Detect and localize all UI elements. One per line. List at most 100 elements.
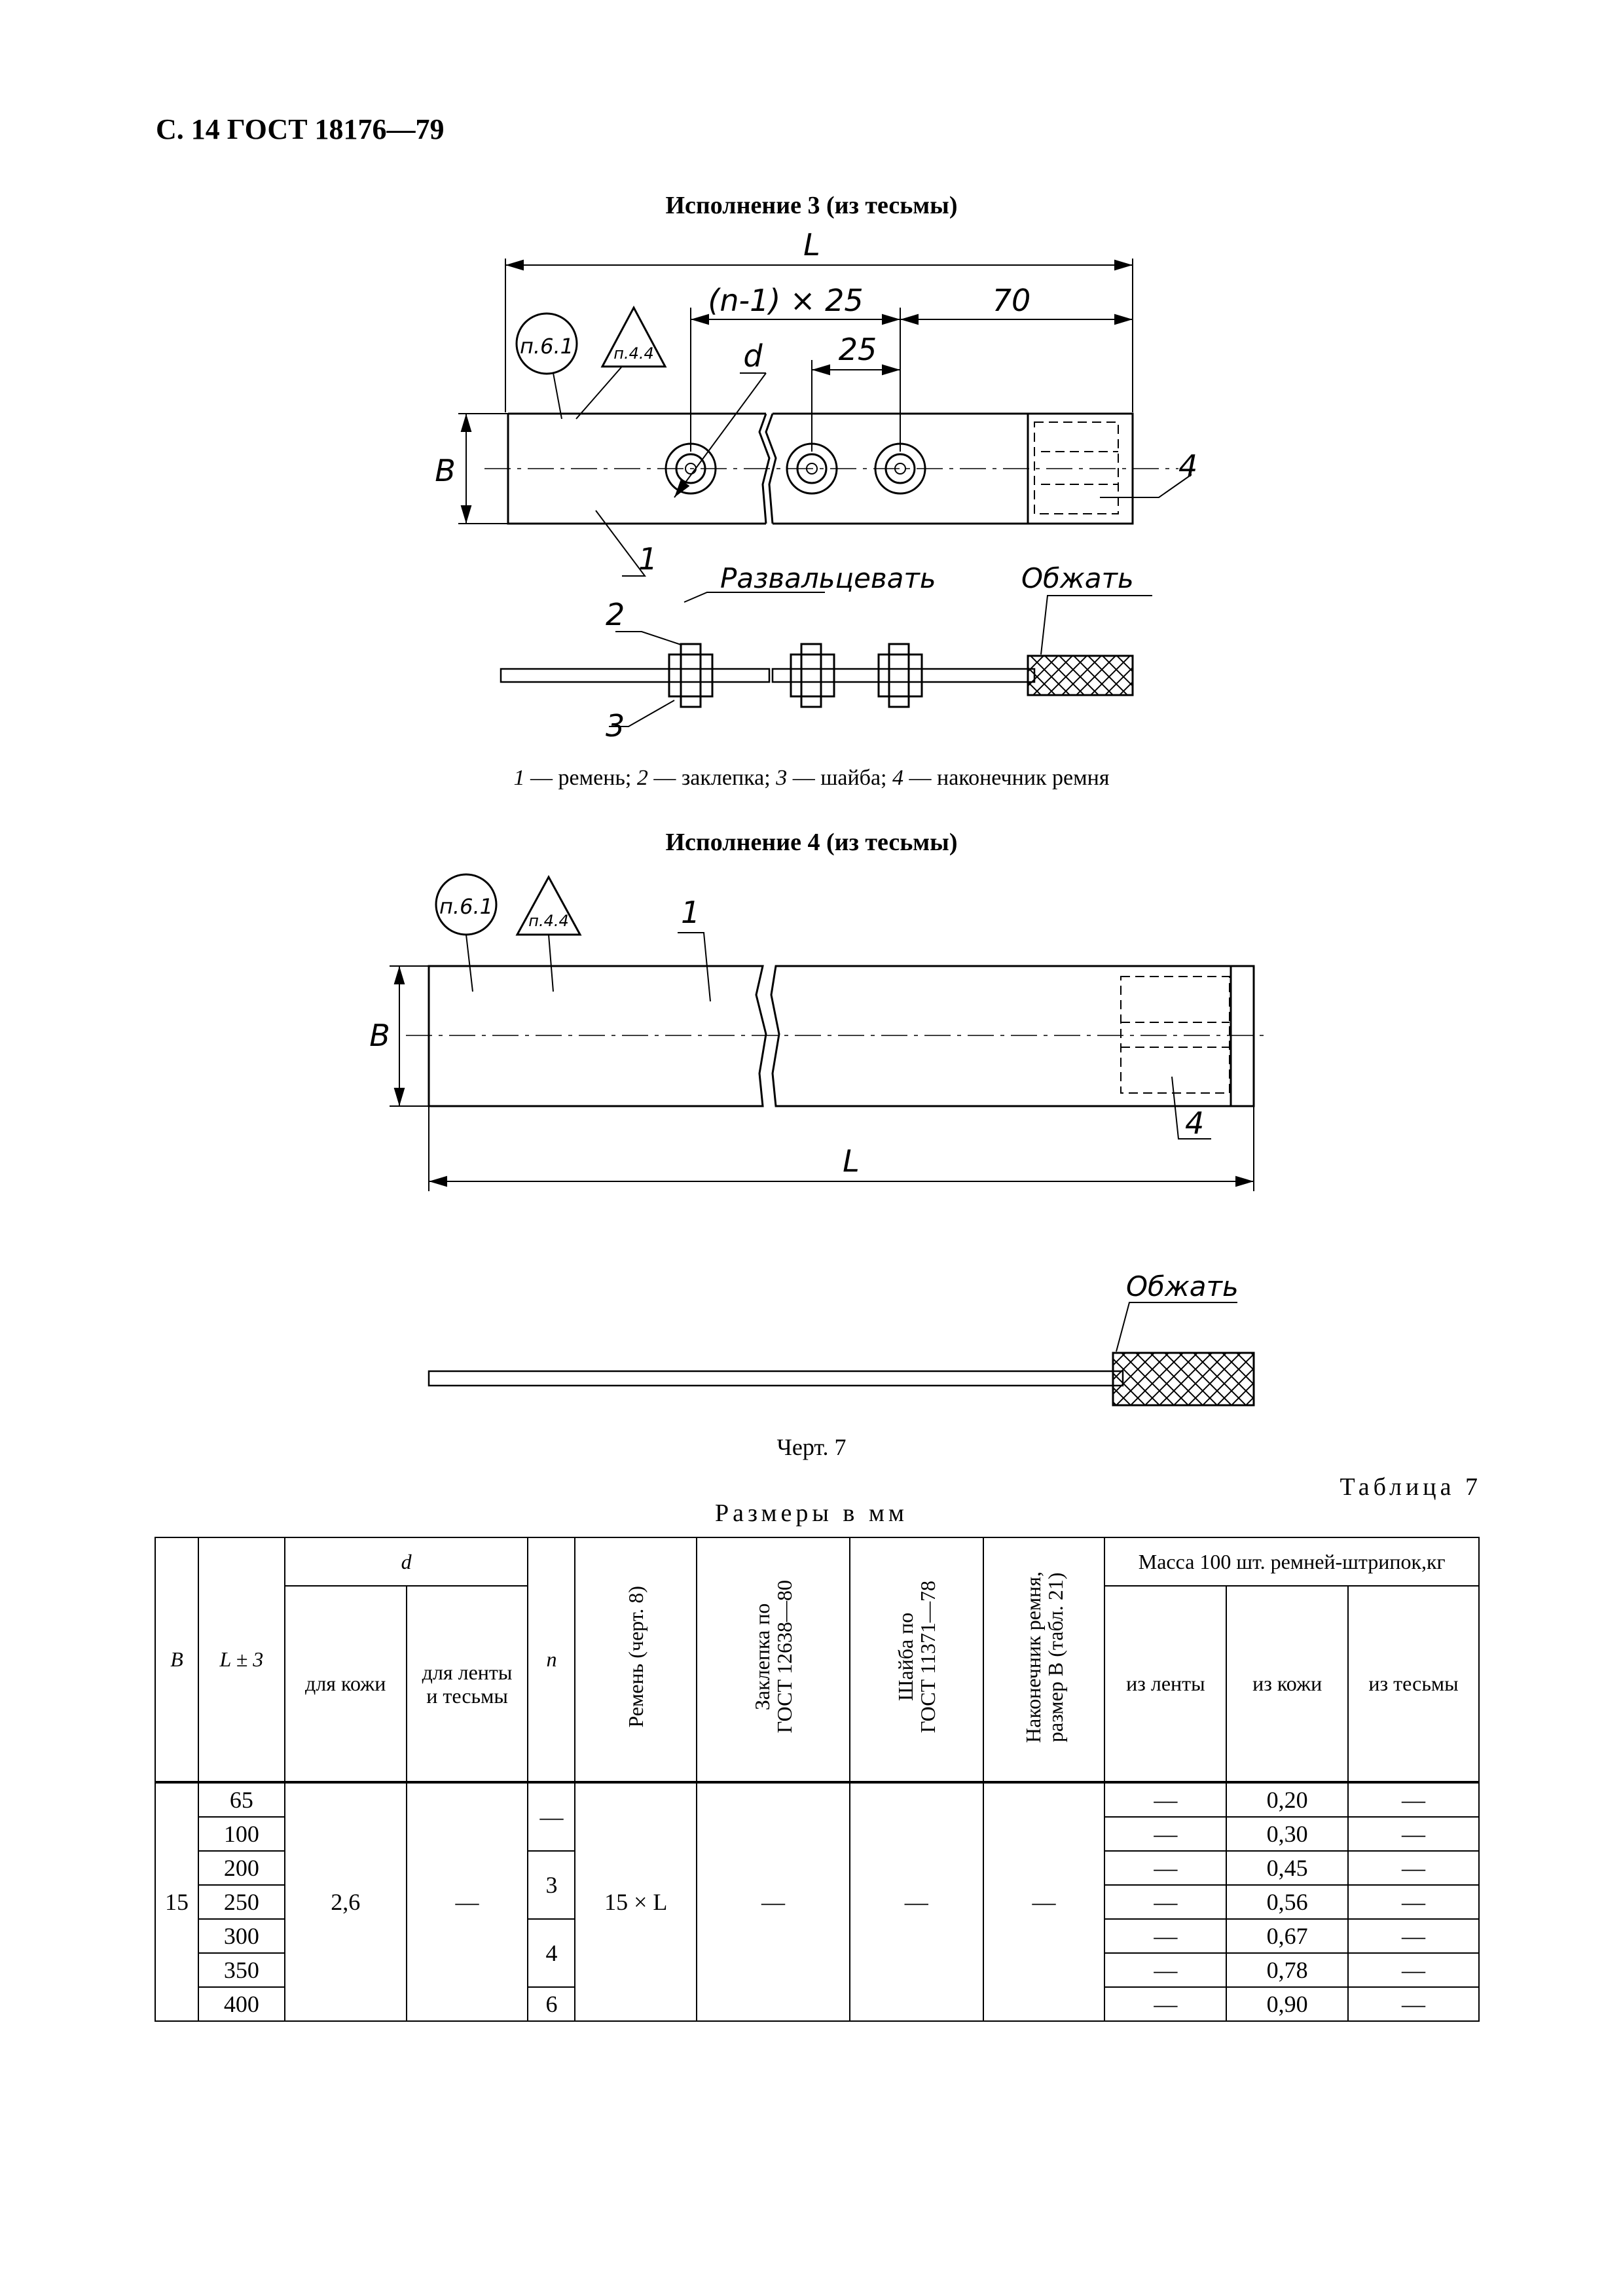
cell-m-tape: — [1104, 1953, 1228, 1988]
th-belt-text: Ремень (черт. 8) [624, 1586, 648, 1728]
legend-text-1: — ремень; [524, 766, 637, 790]
fig3-dim-end: 70 [993, 283, 1031, 318]
fig3-pos1: 1 [638, 541, 657, 577]
cell-L: 300 [197, 1919, 285, 1954]
cell-L: 350 [197, 1953, 285, 1988]
cell-m-webbing: — [1347, 1987, 1480, 2022]
table-units: Размеры в мм [715, 1499, 908, 1527]
cell-m-webbing: — [1347, 1817, 1480, 1852]
fig4-note-crimp: Обжать [1126, 1270, 1239, 1302]
table-body: 15 65 2,6 — — 15 × L — — — — 0,20 — 100 … [155, 1782, 1480, 2022]
cell-m-leather: 0,45 [1226, 1851, 1349, 1886]
cell-m-leather: 0,78 [1226, 1953, 1349, 1988]
cell-m-tape: — [1104, 1782, 1228, 1818]
legend-num-4: 4 [892, 766, 904, 790]
cell-n: — [527, 1782, 576, 1852]
fig4-mark-61: п.6.1 [439, 894, 493, 919]
fig3-dim-L: L [803, 227, 820, 262]
cell-n: 6 [527, 1987, 576, 2022]
table-row: 250 — 0,56 — [155, 1885, 1480, 1920]
cell-m-tape: — [1104, 1885, 1228, 1920]
th-belt: Ремень (черт. 8) [574, 1537, 698, 1783]
fig3-note-flare: Развальцевать [720, 562, 936, 594]
fig3-mark-61: п.6.1 [520, 334, 574, 359]
cell-m-tape: — [1104, 1851, 1228, 1886]
cell-d-leather: 2,6 [283, 1782, 407, 2022]
cell-L: 200 [197, 1851, 285, 1886]
legend-text-2: — заклепка; [647, 766, 776, 790]
th-rivet-text: Заклепка по ГОСТ 12638—80 [750, 1580, 797, 1734]
fig3-title: Исполнение 3 (из тесьмы) [665, 192, 958, 219]
th-washer: Шайба по ГОСТ 11371—78 [848, 1537, 984, 1783]
cell-m-leather: 0,90 [1226, 1987, 1349, 2022]
th-mass: Масса 100 шт. ремней-штрипок,кг [1104, 1537, 1480, 1587]
cell-L: 65 [197, 1782, 285, 1818]
fig3-mark-44: п.4.4 [613, 344, 654, 363]
fig4-pos4: 4 [1185, 1105, 1204, 1141]
th-m-leather: из кожи [1226, 1585, 1349, 1783]
th-m-webbing: из тесьмы [1347, 1585, 1480, 1783]
cell-L: 250 [197, 1885, 285, 1920]
cell-m-leather: 0,67 [1226, 1919, 1349, 1954]
legend-text-4: — наконечник ремня [903, 766, 1110, 790]
cell-m-webbing: — [1347, 1885, 1480, 1920]
th-d-tape: для ленты и тесьмы [405, 1585, 529, 1783]
th-n: n [527, 1537, 576, 1783]
cell-m-leather: 0,30 [1226, 1817, 1349, 1852]
cell-m-webbing: — [1347, 1953, 1480, 1988]
th-d: d [283, 1537, 529, 1587]
cell-L: 400 [197, 1987, 285, 2022]
th-m-tape: из ленты [1104, 1585, 1228, 1783]
table-row: 100 — 0,30 — [155, 1817, 1480, 1852]
fig3-legend: 1 — ремень; 2 — заклепка; 3 — шайба; 4 —… [0, 766, 1623, 791]
fig4-title: Исполнение 4 (из тесьмы) [665, 829, 958, 856]
th-washer-text: Шайба по ГОСТ 11371—78 [893, 1581, 939, 1733]
legend-num-2: 2 [636, 766, 648, 790]
table-row: 400 6 — 0,90 — [155, 1987, 1480, 2022]
fig3-note-crimp: Обжать [1021, 562, 1134, 594]
cell-m-tape: — [1104, 1919, 1228, 1954]
fig4-pos1: 1 [681, 895, 700, 930]
fig4-dim-L: L [843, 1143, 860, 1179]
cell-n: 3 [527, 1851, 576, 1920]
cell-m-webbing: — [1347, 1919, 1480, 1954]
th-B: B [155, 1537, 199, 1783]
fig3-dim-B: B [435, 453, 456, 488]
fig3-pos3: 3 [606, 708, 625, 744]
th-rivet: Заклепка по ГОСТ 12638—80 [696, 1537, 850, 1783]
cell-m-tape: — [1104, 1817, 1228, 1852]
fig3-dim-pitch: (n-1) × 25 [708, 283, 863, 318]
cell-belt-text: 15 × L [604, 1889, 668, 1915]
th-d-leather: для кожи [283, 1585, 407, 1783]
table-label: Таблица 7 [1340, 1473, 1482, 1501]
table-row: 15 65 2,6 — — 15 × L — — — — 0,20 — [155, 1782, 1480, 2022]
legend-num-3: 3 [776, 766, 788, 790]
fig3-dim-25: 25 [839, 332, 877, 367]
cell-washer: — [848, 1782, 984, 2022]
cell-m-tape: — [1104, 1987, 1228, 2022]
fig3-dim-d: d [743, 338, 763, 374]
cell-m-leather: 0,56 [1226, 1885, 1349, 1920]
fig4-mark-44: п.4.4 [528, 912, 569, 930]
legend-num-1: 1 [513, 766, 525, 790]
fig4-drawing: п.6.1 п.4.4 1 4 B L Обжать [369, 873, 1270, 1407]
table-row: 350 — 0,78 — [155, 1953, 1480, 1988]
th-tip-text: Наконечник ремня, размер B (табл. 21) [1021, 1571, 1067, 1743]
cell-belt: 15 × L [574, 1782, 698, 2022]
cell-L: 100 [197, 1817, 285, 1852]
cell-n: 4 [527, 1919, 576, 1988]
cell-rivet: — [696, 1782, 850, 2022]
fig4-dim-B: B [369, 1018, 390, 1053]
cell-B: 15 [155, 1782, 199, 2022]
fig3-pos4: 4 [1178, 448, 1197, 484]
spec-table: B L ± 3 d n Ремень (черт. 8) Заклепка по… [155, 1537, 1480, 2022]
th-L: L ± 3 [197, 1537, 285, 1783]
figure-caption: Черт. 7 [776, 1434, 847, 1460]
cell-m-webbing: — [1347, 1782, 1480, 1818]
th-tip: Наконечник ремня, размер B (табл. 21) [982, 1537, 1106, 1783]
table-row: 200 3 — 0,45 — [155, 1851, 1480, 1920]
cell-d-tape: — [405, 1782, 529, 2022]
cell-m-webbing: — [1347, 1851, 1480, 1886]
page-header: С. 14 ГОСТ 18176—79 [156, 113, 445, 145]
legend-text-3: — шайба; [787, 766, 893, 790]
